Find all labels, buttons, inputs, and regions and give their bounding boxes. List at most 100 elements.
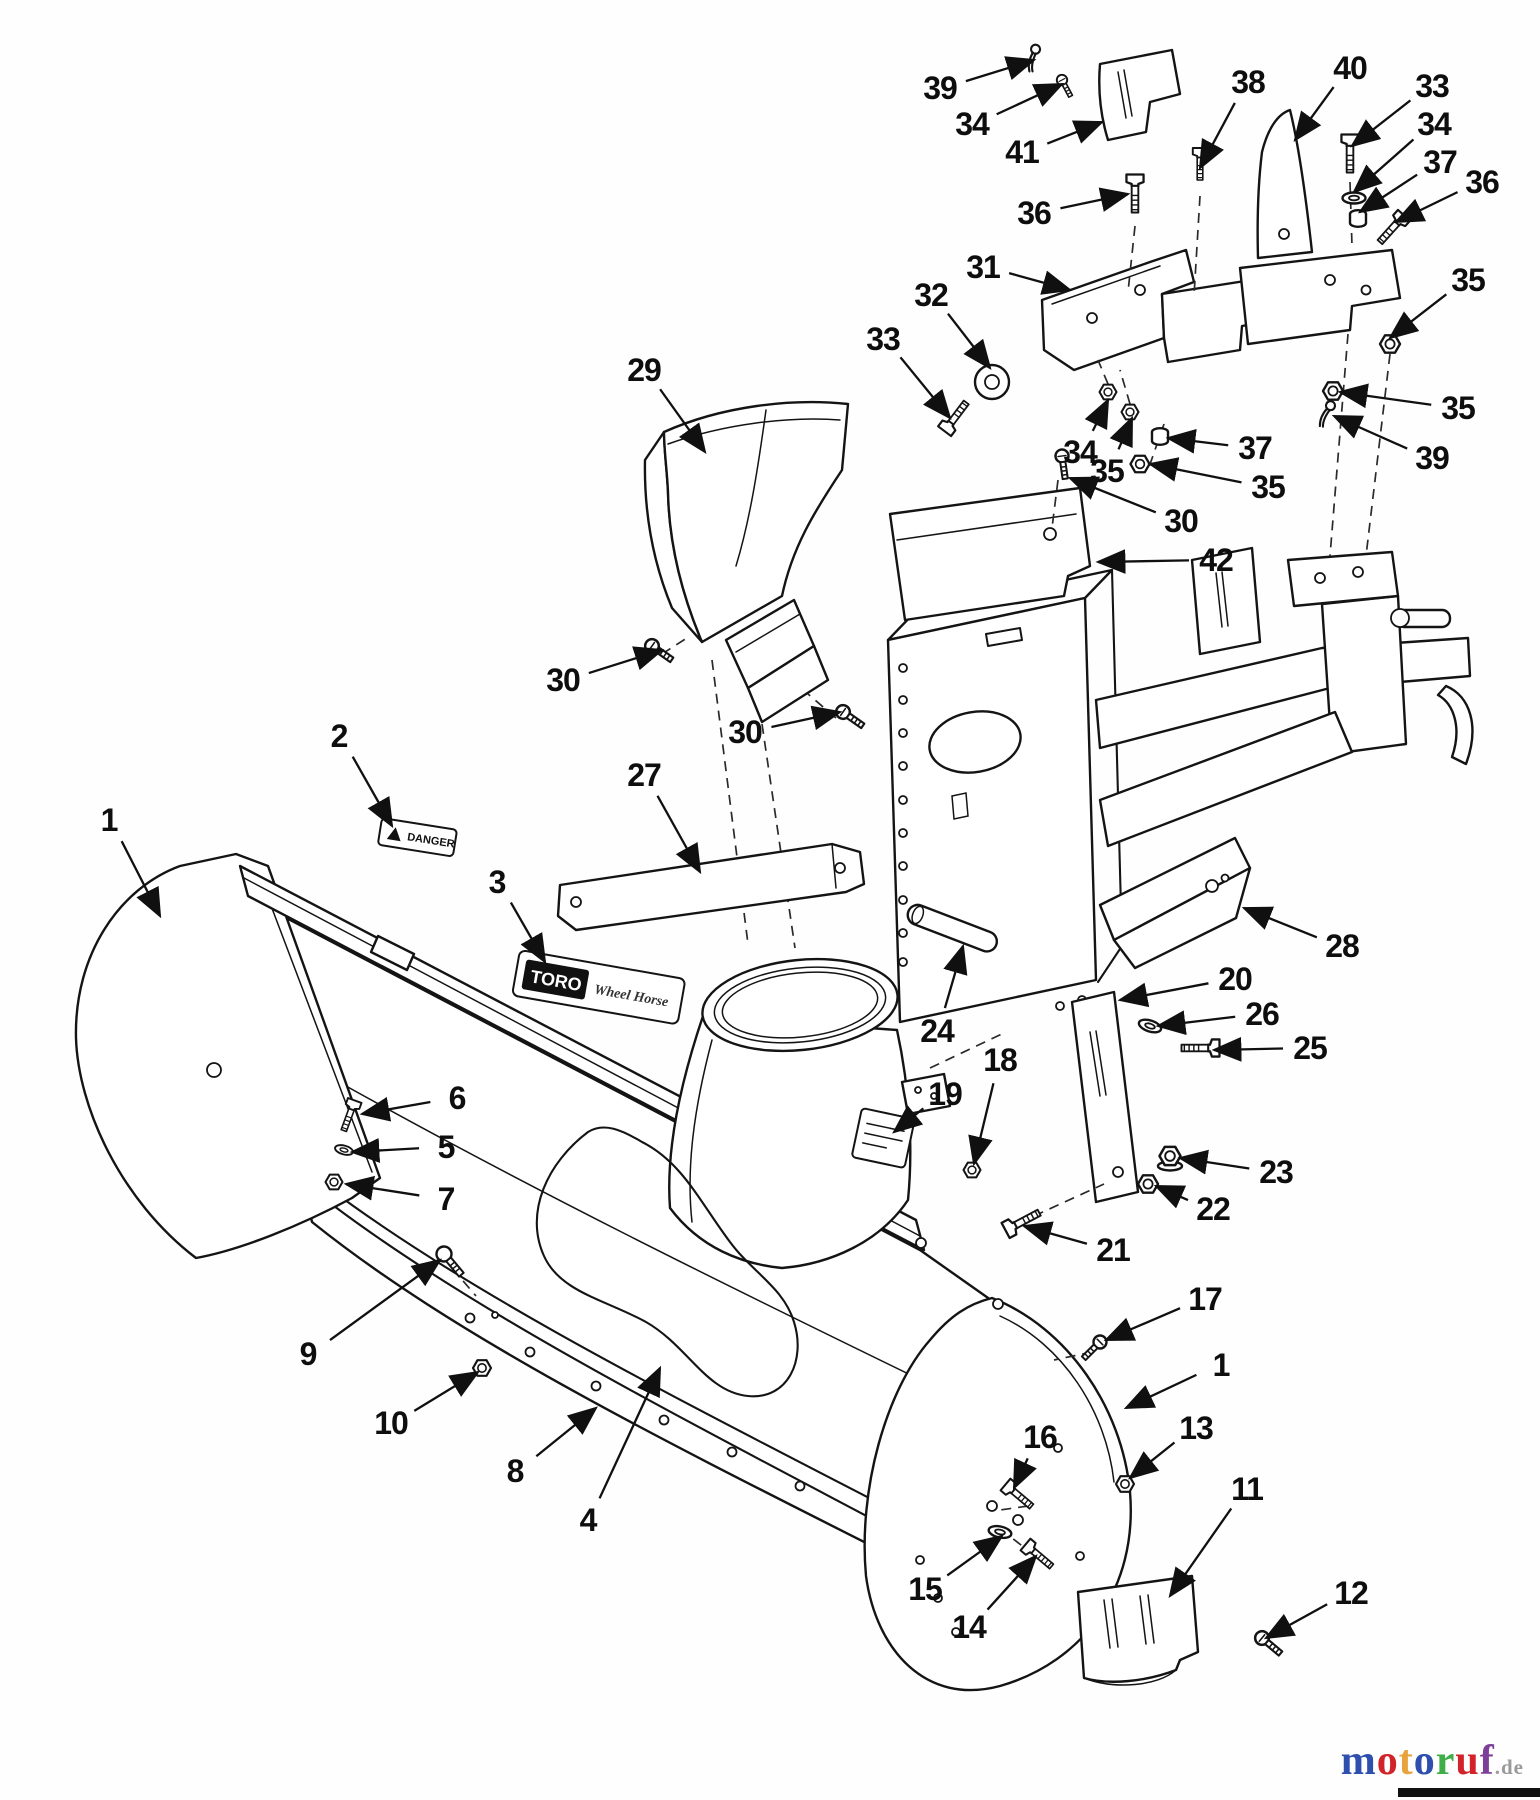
callout-number-9: 9 <box>300 1336 317 1372</box>
nut-22 <box>1136 1174 1160 1194</box>
side-plate-left <box>74 852 382 1260</box>
callout-leader-21 <box>1021 1221 1088 1246</box>
callout-leader-9 <box>329 1258 443 1342</box>
watermark-motoruf[interactable]: motoruf.de <box>1341 1740 1524 1782</box>
callout-leader-20 <box>1117 982 1209 1008</box>
callout-number-14: 14 <box>952 1609 987 1645</box>
callout-leader-4 <box>598 1365 662 1499</box>
callout-leader-12 <box>1263 1603 1328 1640</box>
callout-leader-37 <box>1165 428 1229 454</box>
nut-35 <box>1321 381 1345 401</box>
watermark-letter: t <box>1398 1738 1414 1784</box>
callout-leader-24 <box>943 943 968 1009</box>
nut-35 <box>1129 454 1151 474</box>
callout-leader-15 <box>946 1534 1005 1577</box>
callout-leader-11 <box>1168 1507 1233 1599</box>
watermark-tld: .de <box>1494 1755 1524 1779</box>
callout-number-7: 7 <box>438 1181 455 1217</box>
callout-leader-30 <box>771 705 843 731</box>
callout-leader-7 <box>343 1175 420 1201</box>
toro-decal: TORO Wheel Horse <box>511 949 686 1025</box>
callout-leader-33 <box>899 356 952 420</box>
nut-35 <box>1120 403 1140 421</box>
callout-number-19: 19 <box>928 1076 962 1112</box>
callout-number-35: 35 <box>1090 453 1124 489</box>
cotter-pin-39 <box>1314 398 1338 429</box>
callout-leader-36 <box>1393 191 1459 224</box>
callout-number-11: 11 <box>1231 1471 1263 1507</box>
callout-leader-1 <box>1123 1373 1197 1410</box>
watermark-letter: o <box>1413 1738 1436 1784</box>
callout-number-40: 40 <box>1333 50 1367 86</box>
scraper-bar <box>324 1184 902 1516</box>
callout-number-39: 39 <box>923 70 957 106</box>
locknut-23 <box>1158 1145 1182 1167</box>
chute-deflector <box>643 400 850 724</box>
callout-leader-35 <box>1388 293 1448 340</box>
callout-number-42: 42 <box>1199 542 1233 578</box>
callout-number-6: 6 <box>449 1080 466 1116</box>
callout-number-35: 35 <box>1251 469 1285 505</box>
watermark-letter: r <box>1435 1738 1456 1784</box>
bushing-37 <box>1348 208 1368 229</box>
mount-bracket-cluster <box>888 48 1402 622</box>
callout-number-38: 38 <box>1231 64 1265 100</box>
callout-number-22: 22 <box>1196 1191 1230 1227</box>
callout-leader-13 <box>1128 1441 1176 1480</box>
bolt-21 <box>1000 1203 1045 1240</box>
callout-leader-34 <box>996 82 1065 116</box>
callout-leader-39 <box>1331 414 1408 450</box>
spec-label-19 <box>851 1107 916 1169</box>
callout-leader-34 <box>1352 138 1415 194</box>
bolt-36 <box>1125 173 1145 214</box>
nut-13 <box>1114 1475 1136 1493</box>
callout-leader-3 <box>509 902 547 965</box>
callout-leader-32 <box>947 312 992 370</box>
callout-leader-1 <box>120 840 162 919</box>
bolt-25 <box>1180 1038 1221 1058</box>
mount-plate <box>1238 248 1402 346</box>
callout-number-20: 20 <box>1218 961 1252 997</box>
callout-number-34: 34 <box>1063 434 1098 470</box>
callout-number-33: 33 <box>866 321 900 357</box>
callout-number-1: 1 <box>1213 1347 1230 1383</box>
callout-number-29: 29 <box>627 352 661 388</box>
callout-number-16: 16 <box>1023 1419 1057 1455</box>
callout-number-34: 34 <box>1417 106 1452 142</box>
frame-front-plate <box>886 596 1098 1024</box>
callout-number-4: 4 <box>580 1502 598 1538</box>
washer-34 <box>1341 191 1367 205</box>
callout-number-39: 39 <box>1415 440 1449 476</box>
callout-number-23: 23 <box>1259 1154 1293 1190</box>
callout-number-32: 32 <box>914 277 948 313</box>
callout-number-35: 35 <box>1441 390 1475 426</box>
callout-leader-2 <box>351 756 394 829</box>
bracket-41 <box>1098 48 1182 142</box>
callout-number-27: 27 <box>627 757 661 793</box>
callout-leader-17 <box>1103 1307 1181 1342</box>
callout-number-1: 1 <box>101 802 118 838</box>
screw-12 <box>1251 1627 1287 1661</box>
callout-number-35: 35 <box>1451 262 1485 298</box>
callout-leader-35 <box>1337 383 1432 409</box>
callout-number-33: 33 <box>1415 68 1449 104</box>
callout-leader-37 <box>1357 173 1418 214</box>
screw-30 <box>832 701 868 733</box>
callout-number-36: 36 <box>1465 164 1499 200</box>
nut-34 <box>1098 383 1118 401</box>
callout-number-41: 41 <box>1005 134 1039 170</box>
skid-bracket <box>1076 1574 1200 1686</box>
callout-leader-10 <box>413 1370 481 1412</box>
callout-leader-16 <box>1012 1457 1037 1491</box>
callout-leader-6 <box>359 1096 431 1122</box>
bolt-36 <box>1372 208 1412 249</box>
callout-number-17: 17 <box>1188 1281 1222 1317</box>
callout-number-13: 13 <box>1179 1410 1213 1446</box>
screw-17 <box>1077 1331 1111 1365</box>
callout-number-12: 12 <box>1334 1575 1368 1611</box>
bolt-33 <box>937 396 974 438</box>
callout-number-24: 24 <box>920 1013 955 1049</box>
callout-number-2: 2 <box>331 718 348 754</box>
callout-number-30: 30 <box>1164 503 1198 539</box>
